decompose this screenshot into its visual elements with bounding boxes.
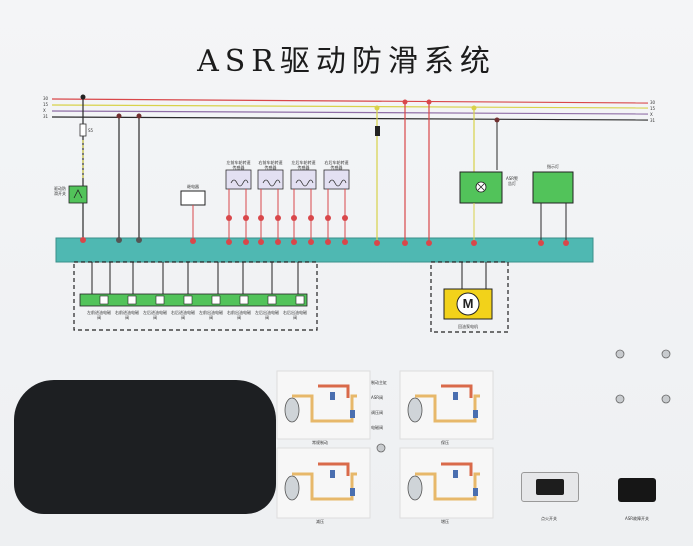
- sensor-label-3: 左后车轮转速传感器: [291, 160, 316, 170]
- hydraulic-caption-3: 减压: [316, 519, 324, 524]
- legend-1: 制动主缸: [371, 380, 387, 385]
- asr-switch: [68, 185, 88, 204]
- hydraulic-caption-1: 常规制动: [312, 440, 328, 445]
- legend-3: 调压阀: [371, 410, 383, 415]
- warning-lamp-label: ASR警告灯: [505, 176, 519, 186]
- page-title: ASR驱动防滑系统: [197, 44, 496, 79]
- valve-label-8: 右后出油电磁阀: [283, 310, 307, 320]
- bus-label-31-right: 31: [650, 118, 656, 123]
- bus-label-15-left: 15: [43, 102, 49, 107]
- ignition-switch-label: 点火开关: [541, 516, 557, 521]
- valve-label-2: 右前进油电磁阀: [115, 310, 139, 320]
- panel-connectors: [376, 349, 671, 453]
- legend-4: 电磁阀: [371, 425, 383, 430]
- valve-label-7: 左后出油电磁阀: [255, 310, 279, 320]
- valve-label-1: 左前进油电磁阀: [87, 310, 111, 320]
- bus-label-30-left: 30: [43, 96, 49, 101]
- bus-label-x-left: X: [43, 108, 46, 113]
- valve-strip: [79, 293, 308, 307]
- bus-15: [51, 104, 649, 109]
- relay: [180, 190, 206, 206]
- bus-label-30-right: 30: [650, 100, 656, 105]
- instrument-cluster: [14, 380, 276, 514]
- asr-fault-button-label: ASR故障开关: [624, 516, 650, 521]
- valve-label-6: 右前出油电磁阀: [227, 310, 251, 320]
- bus-label-x-right: X: [650, 112, 653, 117]
- ignition-switch[interactable]: [521, 472, 579, 502]
- motor-symbol: M: [462, 296, 474, 311]
- ignition-key-icon: [536, 479, 564, 495]
- bus-31: [51, 116, 649, 121]
- bus-x: [51, 110, 649, 115]
- valve-group-border: [73, 261, 318, 331]
- legend-2: ASR阀: [371, 395, 384, 400]
- bus-label-31-left: 31: [43, 114, 49, 119]
- wheel-sensors: [225, 169, 350, 245]
- valve-label-5: 左前出油电磁阀: [199, 310, 223, 320]
- asr-fault-button[interactable]: [618, 478, 656, 502]
- hydraulic-caption-2: 保压: [441, 440, 449, 445]
- motor-label: 回油泵电机: [458, 324, 478, 329]
- motor-group-border: [430, 261, 509, 333]
- switch-label: 驱动防滑开关: [54, 186, 66, 196]
- bus-label-15-right: 15: [650, 106, 656, 111]
- fuse-label: S5: [88, 128, 94, 133]
- valve-label-4: 右后进油电磁阀: [171, 310, 195, 320]
- hydraulic-caption-4: 增压: [441, 519, 449, 524]
- hydraulic-diagrams: [276, 370, 494, 519]
- asr-ecu: [55, 237, 594, 263]
- sensor-label-2: 右前车轮转速传感器: [258, 160, 283, 170]
- sensor-label-1: 左前车轮转速传感器: [226, 160, 251, 170]
- relay-label: 继电器: [187, 184, 199, 189]
- bus-30: [51, 98, 649, 104]
- indicator-label: 指示灯: [547, 164, 559, 169]
- indicator-lamp: [532, 171, 574, 204]
- valve-label-3: 左后进油电磁阀: [143, 310, 167, 320]
- sensor-label-4: 右后车轮转速传感器: [324, 160, 349, 170]
